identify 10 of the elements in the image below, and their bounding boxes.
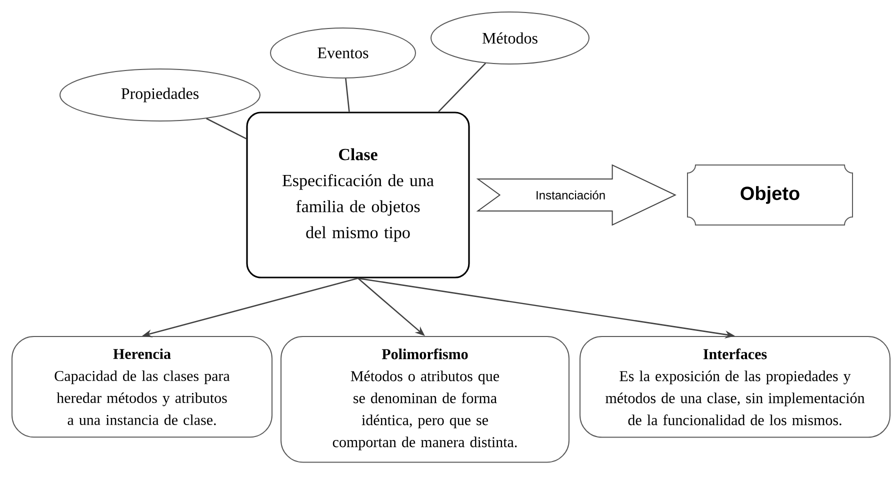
concept-box: Herencia Capacidad de las clases para heredar métodos y atributos a una instancia de clase. xyxy=(12,336,272,438)
object-box: Objeto xyxy=(687,164,853,226)
connector-line xyxy=(345,78,350,112)
concept-box: Polimorfismo Métodos o atributos que se denominan de forma idéntica, pero que se comportan de manera distinta. xyxy=(280,336,570,463)
class-box: Clase Especificación de una familia de objetos del mismo tipo xyxy=(246,112,470,278)
concept-box: Interfaces Es la exposición de las propiedades y métodos de una clase, sin implementación de la funcionalidad de los mismos. xyxy=(580,336,890,438)
connector-line xyxy=(206,118,246,140)
edge-label: Instanciación xyxy=(534,190,607,200)
connector-line xyxy=(438,62,486,112)
block-arrow xyxy=(476,164,676,226)
